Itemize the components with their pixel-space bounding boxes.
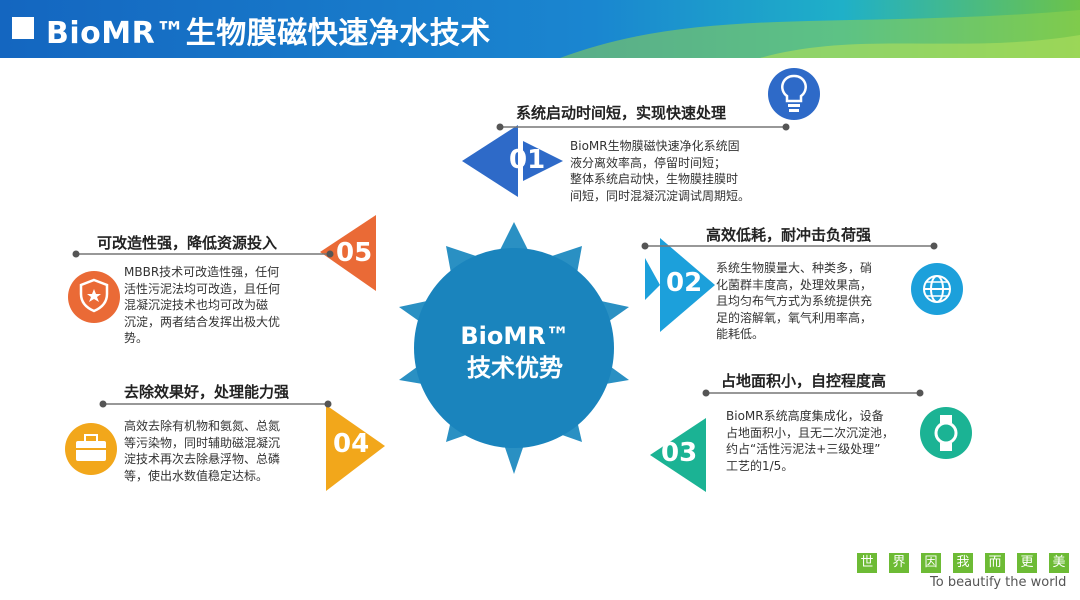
center-label-line1: BioMR™ — [460, 322, 570, 350]
num-01-tail — [523, 141, 563, 181]
center-circle — [414, 248, 614, 448]
motto-char: 而 — [985, 553, 1005, 573]
connector-01-dot-left — [496, 123, 504, 131]
num-04-shape — [326, 405, 385, 491]
num-02-tail — [645, 258, 660, 300]
center-label: BioMR™ 技术优势 — [420, 320, 610, 384]
center-label-line2: 技术优势 — [467, 354, 563, 382]
num-02-shape — [660, 238, 715, 332]
num-03-shape — [650, 418, 706, 492]
motto-char: 美 — [1049, 553, 1069, 573]
heading-03: 占地面积小，自控程度高 — [721, 372, 887, 390]
num-04: 04 — [333, 429, 370, 459]
desc-02: 系统生物膜量大、种类多，硝 化菌群丰度高，处理效果高， 且均匀布气方式为系统提供… — [716, 261, 873, 341]
briefcase-icon — [65, 423, 117, 475]
motto-tiles: 世 界 因 我 而 更 美 — [857, 553, 1069, 573]
heading-02: 高效低耗，耐冲击负荷强 — [706, 226, 872, 244]
lightbulb-icon — [768, 68, 820, 120]
motto-char: 我 — [953, 553, 973, 573]
num-05-shape — [320, 215, 376, 291]
num-03: 03 — [661, 438, 698, 468]
watch-icon — [920, 407, 972, 459]
desc-01: BioMR生物膜磁快速净化系统固 液分离效率高，停留时间短； 整体系统启动快，生… — [570, 139, 751, 203]
motto-char: 世 — [857, 553, 877, 573]
connector-01-dot-right — [782, 123, 790, 131]
shield-star-icon — [68, 271, 120, 323]
heading-01: 系统启动时间短，实现快速处理 — [516, 104, 727, 122]
header-square-icon — [12, 17, 34, 39]
page-title: BioMR™生物膜磁快速净水技术 — [46, 16, 491, 51]
header-wave-decoration — [560, 10, 1080, 58]
slogan: To beautify the world — [930, 575, 1067, 590]
desc-03: BioMR系统高度集成化，设备 占地面积小，且无二次沉淀池， 约占“活性污泥法+… — [726, 409, 895, 473]
num-01-shape — [462, 125, 518, 197]
desc-05: MBBR技术可改造性强，任何 活性污泥法均可改造，且任何 混凝沉淀技术也均可改为… — [124, 265, 281, 345]
globe-icon — [911, 263, 963, 315]
motto-char: 更 — [1017, 553, 1037, 573]
num-05: 05 — [336, 238, 373, 268]
desc-04: 高效去除有机物和氨氮、总氮 等污染物，同时辅助磁混凝沉 淀技术再次去除悬浮物、总… — [124, 419, 281, 483]
num-01: 01 — [509, 145, 546, 175]
heading-05: 可改造性强，降低资源投入 — [97, 234, 278, 252]
motto-char: 界 — [889, 553, 909, 573]
heading-04: 去除效果好，处理能力强 — [124, 383, 290, 401]
num-02: 02 — [666, 268, 703, 298]
motto-char: 因 — [921, 553, 941, 573]
header-bar: BioMR™生物膜磁快速净水技术 — [0, 0, 1080, 58]
